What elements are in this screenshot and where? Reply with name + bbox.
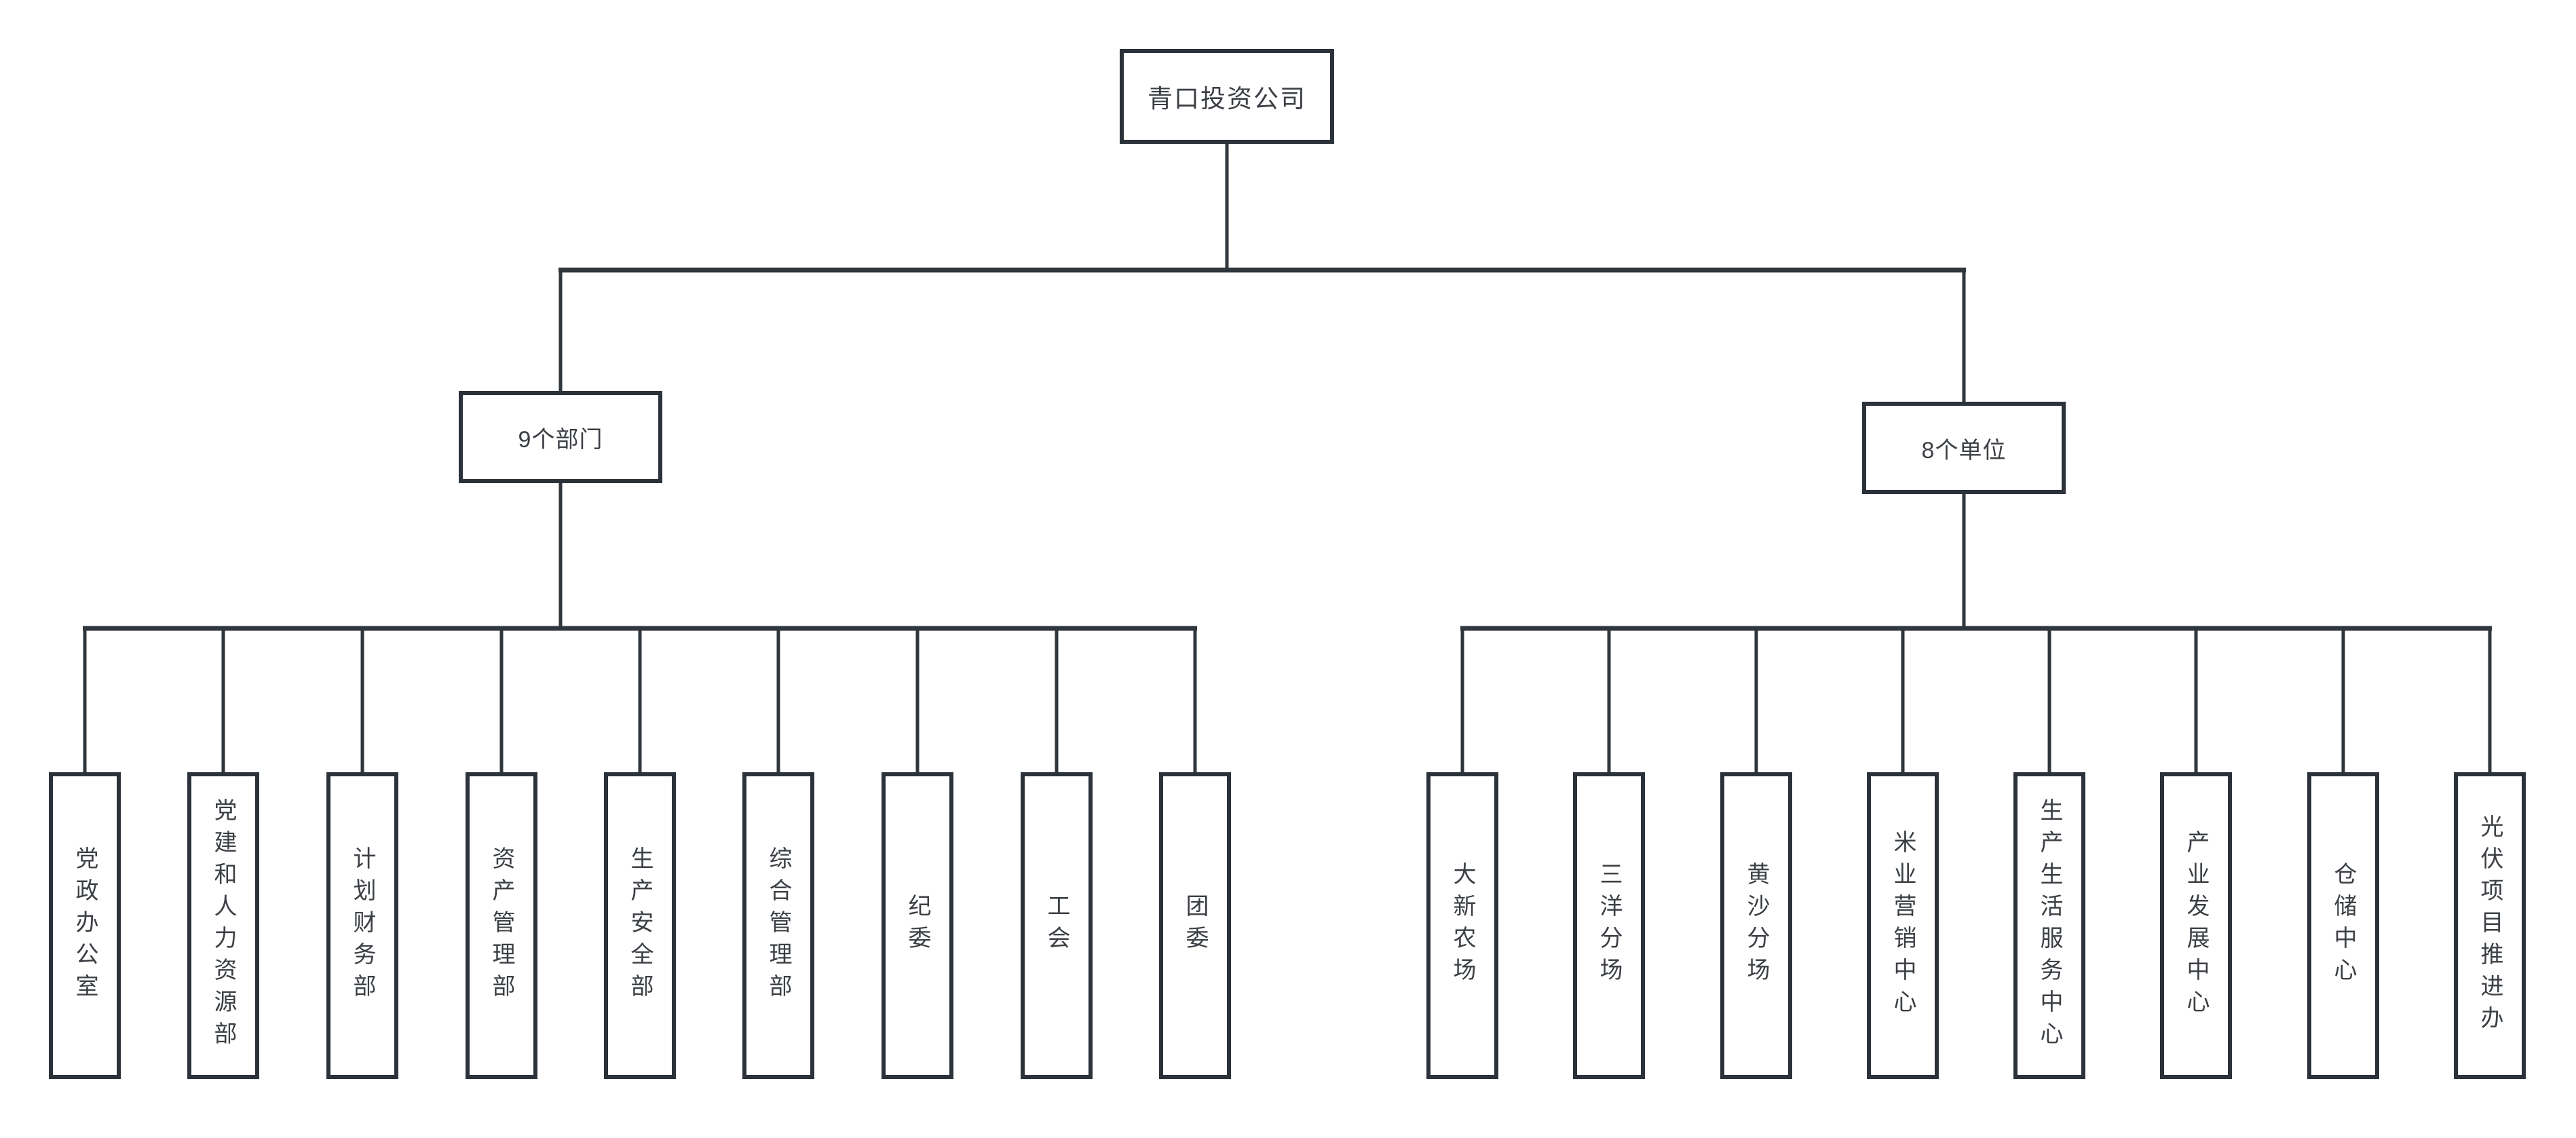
node-dept-1: 党政办公室 <box>49 772 121 1079</box>
node-dept-9-label: 团委 <box>1182 894 1208 957</box>
node-dept-3: 计划财务部 <box>326 772 398 1079</box>
node-dept-8: 工会 <box>1021 772 1093 1079</box>
node-unit-6-label: 产业发展中心 <box>2183 830 2209 1021</box>
node-unit-4-label: 米业营销中心 <box>1890 830 1916 1021</box>
node-unit-8-label: 光伏项目推进办 <box>2477 814 2503 1038</box>
node-unit-5: 生产生活服务中心 <box>2013 772 2085 1079</box>
node-root-label: 青口投资公司 <box>1148 85 1306 113</box>
node-dept-8-label: 工会 <box>1044 894 1069 957</box>
node-dept-5: 生产安全部 <box>604 772 676 1079</box>
node-group-departments: 9个部门 <box>459 391 662 483</box>
node-dept-3-label: 计划财务部 <box>349 846 375 1006</box>
node-dept-6-label: 综合管理部 <box>765 846 791 1006</box>
node-unit-5-label: 生产生活服务中心 <box>2037 798 2062 1053</box>
node-group-departments-label: 9个部门 <box>518 426 603 453</box>
node-dept-6: 综合管理部 <box>742 772 814 1079</box>
node-unit-6: 产业发展中心 <box>2160 772 2232 1079</box>
node-unit-8: 光伏项目推进办 <box>2454 772 2526 1079</box>
node-unit-7: 仓储中心 <box>2307 772 2379 1079</box>
node-dept-7: 纪委 <box>882 772 953 1079</box>
node-dept-4: 资产管理部 <box>466 772 537 1079</box>
node-unit-4: 米业营销中心 <box>1867 772 1939 1079</box>
node-unit-3-label: 黄沙分场 <box>1743 862 1769 989</box>
node-dept-4-label: 资产管理部 <box>489 846 514 1006</box>
node-unit-3: 黄沙分场 <box>1720 772 1792 1079</box>
node-group-units: 8个单位 <box>1862 402 2066 494</box>
node-dept-2-label: 党建和人力资源部 <box>210 798 236 1053</box>
node-unit-1-label: 大新农场 <box>1450 862 1475 989</box>
node-unit-2: 三洋分场 <box>1573 772 1645 1079</box>
node-dept-2: 党建和人力资源部 <box>187 772 259 1079</box>
node-dept-1-label: 党政办公室 <box>72 846 98 1006</box>
node-unit-1: 大新农场 <box>1426 772 1498 1079</box>
node-group-units-label: 8个单位 <box>1921 437 2007 463</box>
node-dept-9: 团委 <box>1159 772 1231 1079</box>
node-dept-5-label: 生产安全部 <box>627 846 653 1006</box>
node-dept-7-label: 纪委 <box>905 894 930 957</box>
node-root: 青口投资公司 <box>1120 49 1334 144</box>
node-unit-7-label: 仓储中心 <box>2330 862 2356 989</box>
node-unit-2-label: 三洋分场 <box>1596 862 1622 989</box>
